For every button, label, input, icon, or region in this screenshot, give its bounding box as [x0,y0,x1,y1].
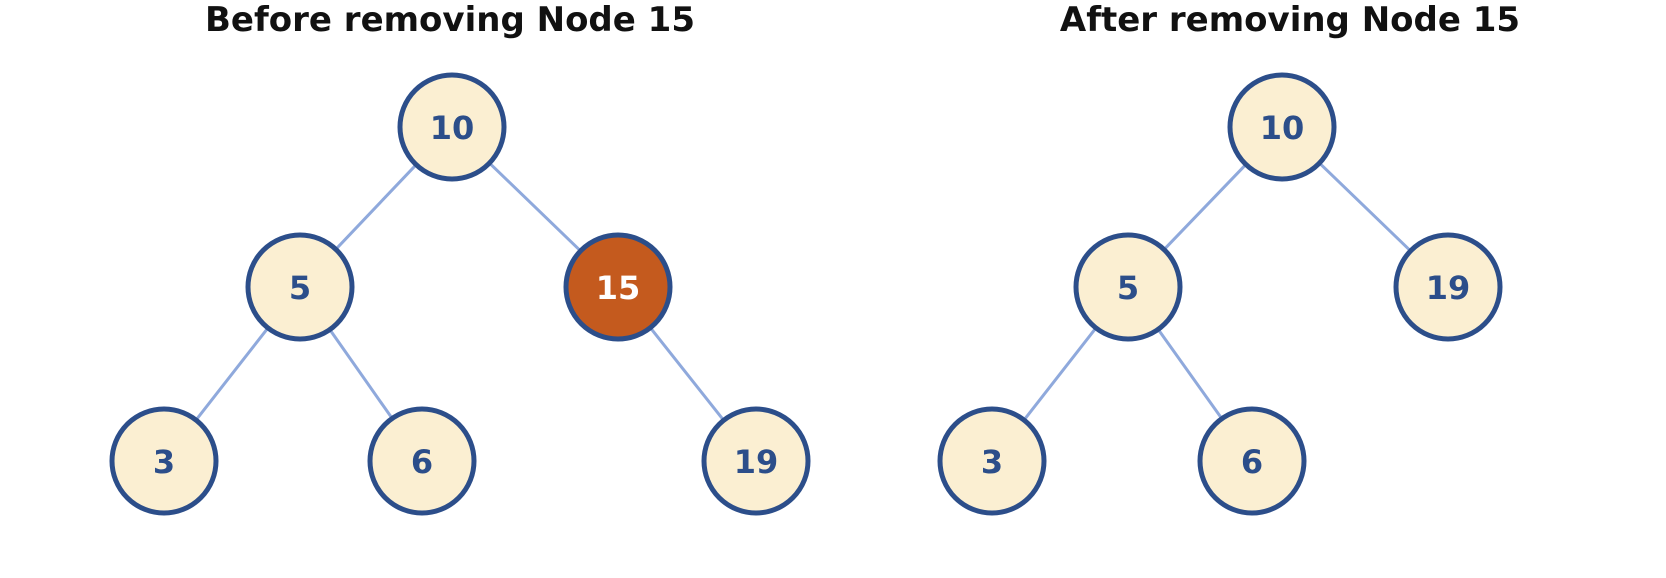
before-node-6: 6 [367,406,477,516]
before-node-3: 3 [109,406,219,516]
before-node-circle-10 [397,72,507,182]
before-node-circle-15 [563,232,673,342]
before-node-circle-5 [245,232,355,342]
after-node-label-10: 10 [1260,109,1305,147]
before-node-label-10: 10 [430,109,475,147]
tree-before-removal: 10 5 15 3 6 19 [109,72,811,516]
after-panel-title: After removing Node 15 [1059,0,1521,40]
before-node-label-6: 6 [411,443,433,481]
before-edge-15-19 [649,326,725,422]
after-node-10: 10 [1227,72,1337,182]
before-panel-title: Before removing Node 15 [205,0,695,40]
before-edge-5-3 [194,327,270,421]
after-node-5: 5 [1073,232,1183,342]
after-node-circle-5 [1073,232,1183,342]
before-node-19: 19 [701,406,811,516]
after-node-label-6: 6 [1241,443,1263,481]
after-node-label-5: 5 [1117,269,1139,307]
after-node-circle-6 [1197,406,1307,516]
after-node-circle-19 [1393,232,1503,342]
before-node-circle-19 [701,406,811,516]
before-edge-5-6 [328,328,394,420]
before-edge-10-5 [334,163,418,251]
after-node-circle-3 [937,406,1047,516]
before-node-circle-6 [367,406,477,516]
after-edge-5-3 [1022,327,1098,421]
after-node-6: 6 [1197,406,1307,516]
before-node-label-3: 3 [153,443,175,481]
tree-after-removal: 10 5 19 3 6 [937,72,1503,516]
after-node-3: 3 [937,406,1047,516]
after-edge-5-6 [1156,328,1224,420]
after-edge-10-19 [1318,162,1412,252]
before-node-label-19: 19 [734,443,779,481]
before-node-label-5: 5 [289,269,311,307]
after-node-19: 19 [1393,232,1503,342]
before-node-label-15: 15 [596,269,641,307]
after-edge-10-5 [1162,163,1248,251]
before-node-circle-3 [109,406,219,516]
after-node-label-19: 19 [1426,269,1471,307]
after-node-label-3: 3 [981,443,1003,481]
before-node-5: 5 [245,232,355,342]
after-node-circle-10 [1227,72,1337,182]
before-node-15: 15 [563,232,673,342]
before-node-10: 10 [397,72,507,182]
before-edge-10-15 [488,162,582,252]
